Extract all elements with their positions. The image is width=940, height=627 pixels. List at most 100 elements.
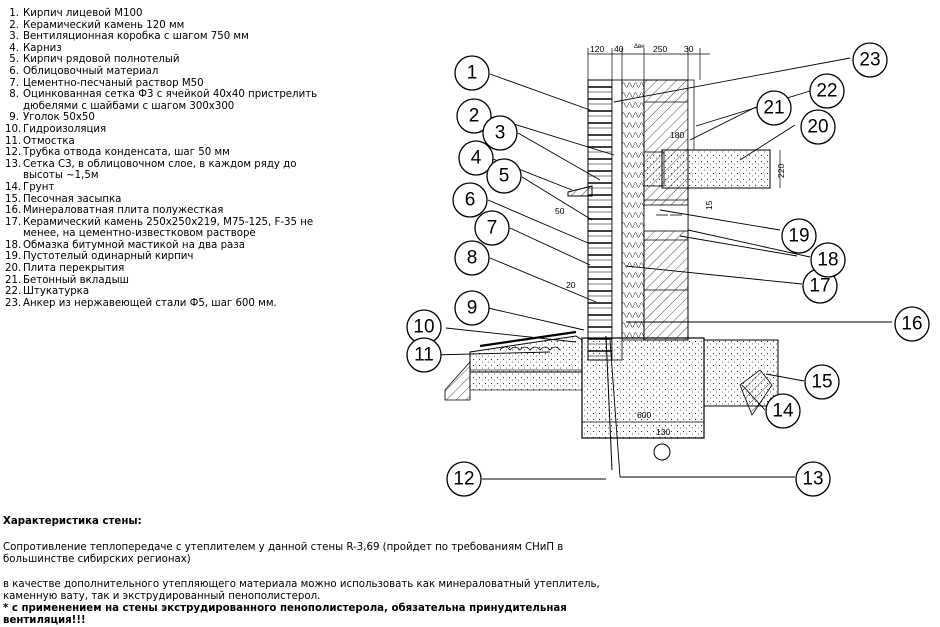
dim-20: 20	[566, 280, 576, 290]
callout-23: 23	[859, 50, 880, 71]
callout-2: 2	[469, 106, 480, 127]
legend-item: 2. Керамический камень 120 мм	[5, 20, 335, 32]
callout-21: 21	[763, 98, 784, 119]
legend-item-text: Кирпич лицевой М100	[23, 8, 143, 19]
dim-180: 180	[670, 130, 684, 140]
legend-item-text: Кирпич рядовой полнотелый	[23, 54, 180, 66]
legend-item: 1. Кирпич лицевой М100	[5, 8, 335, 20]
legend-item: 9.Уголок 50х50	[5, 112, 335, 124]
legend-item-text: Анкер из нержавеющей стали Ф5, шаг 600 м…	[23, 297, 277, 309]
legend-item: 13.Сетка С3, в облицовочном слое, в кажд…	[5, 159, 335, 182]
legend-item-text: Оцинкованная сетка Ф3 с ячейкой 40х40 пр…	[23, 89, 318, 112]
insulation	[621, 79, 645, 341]
callout-5: 5	[499, 166, 510, 187]
floor-slab	[661, 149, 771, 189]
legend-item-number: 14.	[5, 181, 22, 193]
legend-item-number: 10.	[5, 123, 22, 135]
legend-item-text: Обмазка битумной мастикой на два раза	[23, 239, 245, 251]
callout-15: 15	[811, 372, 832, 393]
legend-item-text: Керамический камень 120 мм	[23, 19, 185, 31]
legend-item-number: 4.	[9, 42, 19, 54]
legend-item: 7. Цементно-песчаный раствор М50	[5, 78, 335, 90]
wall-section-drawing: 120 40 Δвн 250 30 180 220 15 50 20 600 1…	[406, 42, 930, 497]
legend-item-number: 21.	[5, 274, 22, 286]
legend-item: 11.Отмостка	[5, 136, 335, 148]
legend-item-number: 1.	[9, 8, 19, 19]
callout-8: 8	[467, 248, 478, 269]
callout-7: 7	[487, 218, 498, 239]
dim-15: 15	[704, 200, 714, 210]
legend-item-number: 15.	[5, 193, 22, 205]
legend-item-text: Трубка отвода конденсата, шаг 50 мм	[23, 147, 230, 159]
legend-item: 20.Плита перекрытия	[5, 263, 335, 275]
callout-4: 4	[471, 148, 482, 169]
legend-item-number: 19.	[5, 251, 22, 263]
callout-16: 16	[901, 314, 922, 335]
legend-item: 10.Гидроизоляция	[5, 124, 335, 136]
legend-item: 12.Трубка отвода конденсата, шаг 50 мм	[5, 147, 335, 159]
legend-item-number: 13.	[5, 158, 22, 170]
legend-item-text: Облицовочный материал	[23, 65, 159, 77]
callout-19: 19	[788, 226, 809, 247]
legend-item-text: Песочная засыпка	[23, 193, 122, 205]
callout-14: 14	[772, 401, 794, 422]
legend-item: 8.Оцинкованная сетка Ф3 с ячейкой 40х40 …	[5, 89, 335, 112]
callout-6: 6	[465, 190, 476, 211]
legend-item: 14.Грунт	[5, 182, 335, 194]
legend-item-number: 3.	[9, 31, 19, 43]
legend-item: 15.Песочная засыпка	[5, 194, 335, 206]
legend-item-number: 6.	[9, 65, 19, 77]
legend-item: 6. Облицовочный материал	[5, 66, 335, 78]
legend-item-text: Керамический камень 250х250х219, М75-125…	[23, 216, 314, 240]
callout-11: 11	[414, 345, 434, 366]
notes-heading: Характеристика стены:	[3, 516, 142, 527]
dim-600: 600	[637, 410, 651, 420]
legend-item-text: Минераловатная плита полужесткая	[23, 205, 224, 217]
dim-top-30: 30	[684, 44, 694, 54]
legend-item-text: Уголок 50х50	[23, 112, 95, 124]
callout-10: 10	[413, 317, 434, 338]
legend-item: 18.Обмазка битумной мастикой на два раза	[5, 240, 335, 252]
legend-item-number: 2.	[9, 19, 19, 31]
legend-item-text: Плита перекрытия	[23, 263, 125, 275]
legend-list: 1. Кирпич лицевой М100 2. Керамический каме…	[5, 8, 335, 309]
legend-item: 21.Бетонный вкладыш	[5, 275, 335, 287]
dim-top-dvn: Δвн	[634, 44, 645, 50]
legend-item-number: 5.	[9, 54, 19, 66]
legend-item: 23.Анкер из нержавеющей стали Ф5, шаг 60…	[5, 298, 335, 310]
callout-20: 20	[807, 117, 828, 138]
legend-item-number: 16.	[5, 205, 22, 217]
legend-item-text: Пустотелый одинарный кирпич	[23, 251, 194, 263]
dim-130: 130	[656, 427, 670, 437]
legend-item-number: 18.	[5, 239, 22, 251]
dim-220: 220	[776, 164, 786, 178]
legend-item-text: Гидроизоляция	[23, 123, 107, 135]
dim-50: 50	[555, 206, 565, 216]
legend-item-number: 20.	[5, 263, 22, 275]
legend-item: 3. Вентиляционная коробка с шагом 750 мм	[5, 31, 335, 43]
legend-item-number: 23.	[5, 297, 22, 309]
callout-22: 22	[816, 81, 837, 102]
legend-item-text: Сетка С3, в облицовочном слое, в каждом …	[23, 158, 297, 182]
legend-item: 5. Кирпич рядовой полнотелый	[5, 54, 335, 66]
callout-17: 17	[809, 276, 830, 297]
notes-resistance: Сопротивление теплопередаче с утеплителе…	[3, 542, 564, 565]
legend-item-text: Бетонный вкладыш	[23, 274, 129, 286]
notes-ventilation-warning: * с применением на стены экструдированно…	[3, 603, 567, 626]
foundation	[581, 337, 705, 439]
notes-additional-insulation: в качестве дополнительного утепляющего м…	[3, 579, 600, 602]
legend-item: 16.Минераловатная плита полужесткая	[5, 205, 335, 217]
legend-item-text: Вентиляционная коробка с шагом 750 мм	[23, 31, 249, 43]
legend-item-number: 12.	[5, 147, 22, 159]
callout-18: 18	[817, 250, 838, 271]
callout-3: 3	[495, 123, 506, 144]
legend-item-text: Штукатурка	[23, 286, 90, 298]
callout-1: 1	[467, 63, 478, 84]
legend-item-number: 17.	[5, 216, 22, 228]
legend-item: 19.Пустотелый одинарный кирпич	[5, 251, 335, 263]
wall-characteristics: Характеристика стены: Сопротивление тепл…	[3, 516, 603, 627]
callout-13: 13	[802, 469, 823, 490]
legend-item-number: 7.	[9, 77, 19, 89]
legend-item-number: 22.	[5, 286, 22, 298]
legend-item-text: Цементно-песчаный раствор М50	[23, 77, 204, 89]
